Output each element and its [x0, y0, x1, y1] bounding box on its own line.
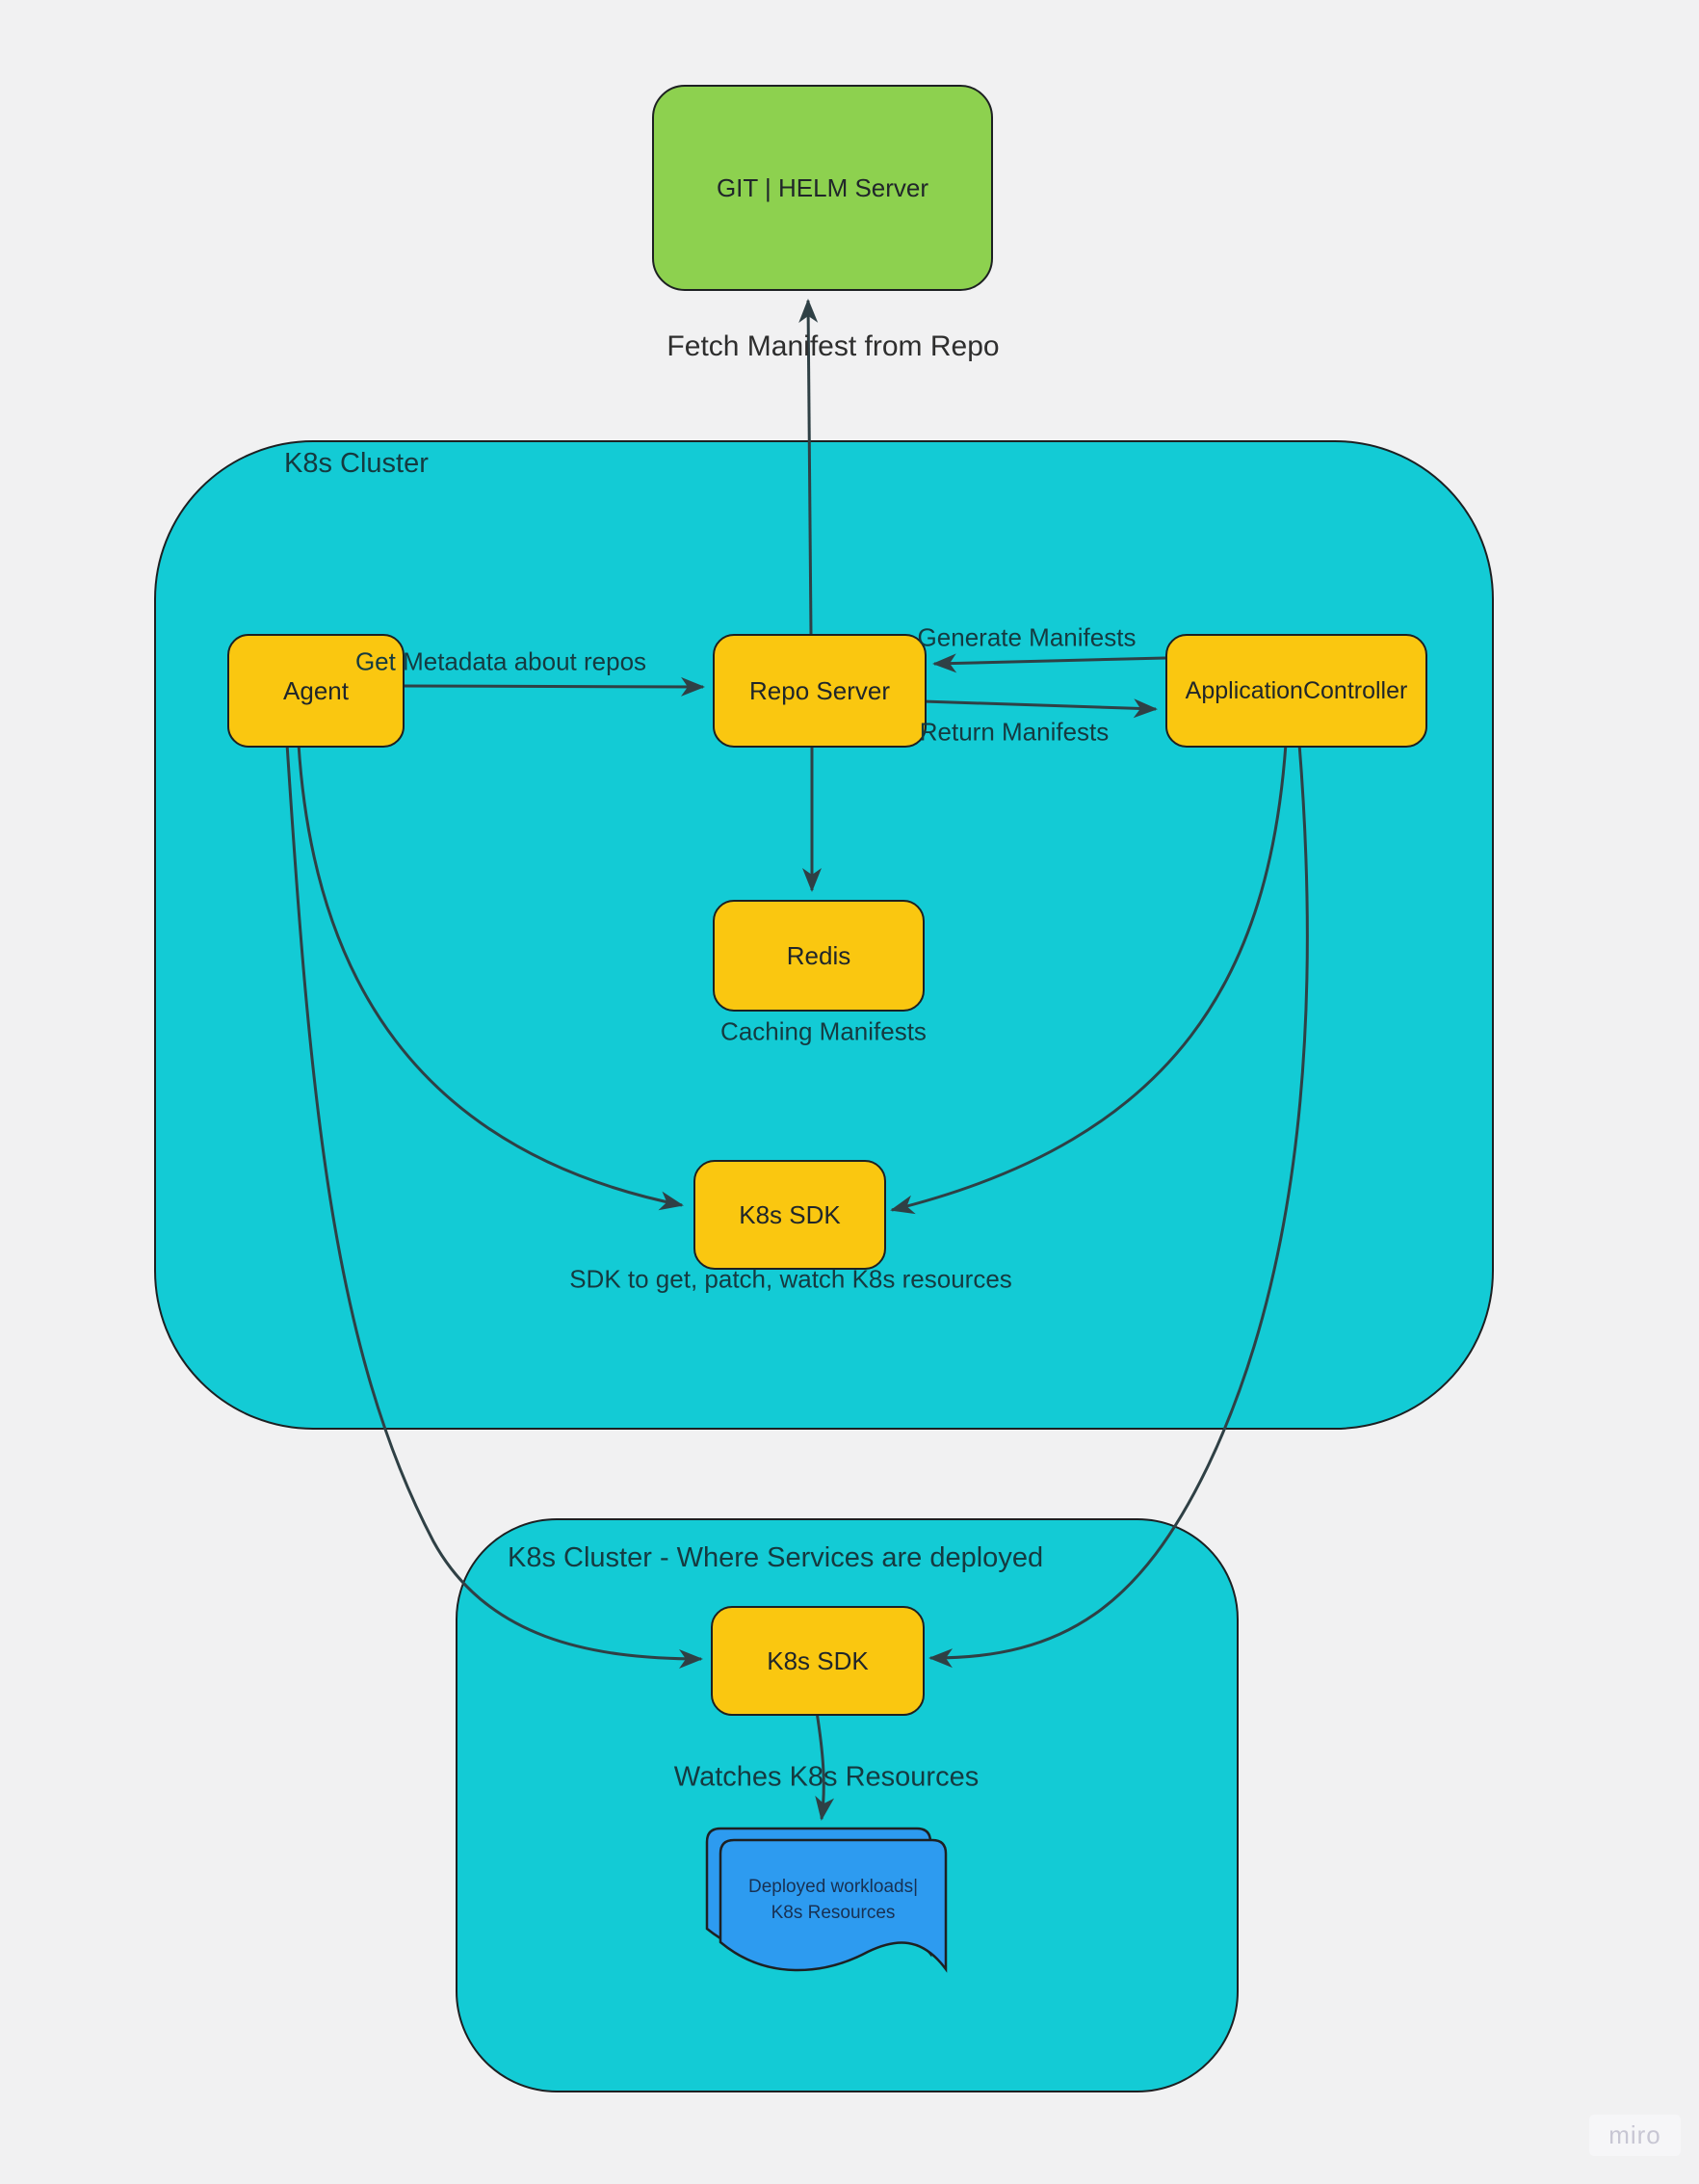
label-return-manifests: Return Manifests: [919, 717, 1110, 747]
node-repo-server-label: Repo Server: [749, 675, 890, 705]
miro-watermark[interactable]: miro: [1589, 2115, 1681, 2156]
node-redis[interactable]: Redis: [713, 900, 925, 1012]
edge-repo-server-to-appcontroller[interactable]: [922, 698, 1158, 719]
deployed-workloads-doc-front-shape[interactable]: [719, 1838, 948, 1973]
edge-k8s-sdk-to-workloads[interactable]: [815, 1711, 835, 1821]
miro-watermark-label: miro: [1608, 2120, 1661, 2149]
deployed-workloads-doc-label: Deployed workloads| K8s Resources: [748, 1874, 918, 1926]
label-sdk-description: SDK to get, patch, watch K8s resources: [569, 1264, 1012, 1294]
label-watches-resources: Watches K8s Resources: [673, 1761, 980, 1793]
node-k8s-sdk-services[interactable]: K8s SDK: [711, 1606, 925, 1716]
node-repo-server[interactable]: Repo Server: [713, 634, 927, 748]
deployed-workloads-line1: Deployed workloads|: [747, 1877, 919, 1897]
cluster-services-title: K8s Cluster - Where Services are deploye…: [508, 1542, 1044, 1573]
node-application-controller-label: ApplicationController: [1185, 676, 1408, 704]
node-k8s-sdk-main[interactable]: K8s SDK: [693, 1160, 886, 1270]
edge-appcontroller-to-k8s-sdk-main[interactable]: [890, 743, 1288, 1215]
label-get-metadata: Get Metadata about repos: [354, 646, 647, 676]
edge-appcontroller-to-k8s-sdk-services[interactable]: [928, 743, 1309, 1669]
label-fetch-manifest: Fetch Manifest from Repo: [667, 330, 1000, 362]
cluster-main-title: K8s Cluster: [284, 448, 429, 479]
label-generate-manifests: Generate Manifests: [917, 622, 1137, 652]
edge-agent-to-k8s-sdk-services[interactable]: [285, 743, 703, 1669]
node-agent-label: Agent: [283, 675, 349, 705]
node-git-helm-server[interactable]: GIT | HELM Server: [652, 85, 993, 291]
node-k8s-sdk-main-label: K8s SDK: [739, 1199, 841, 1229]
edge-repo-server-to-git[interactable]: [798, 299, 819, 635]
edge-agent-to-k8s-sdk-main[interactable]: [297, 743, 684, 1211]
node-redis-label: Redis: [786, 940, 851, 970]
edge-agent-to-repo-server[interactable]: [400, 676, 705, 697]
node-git-helm-server-label: GIT | HELM Server: [716, 172, 929, 202]
deployed-workloads-line2: K8s Resources: [771, 1903, 896, 1923]
node-application-controller[interactable]: ApplicationController: [1165, 634, 1427, 748]
label-caching-manifests: Caching Manifests: [720, 1016, 927, 1046]
edge-appcontroller-to-repo-server[interactable]: [932, 653, 1166, 673]
node-agent[interactable]: Agent: [227, 634, 405, 748]
node-k8s-sdk-services-label: K8s SDK: [767, 1645, 869, 1675]
